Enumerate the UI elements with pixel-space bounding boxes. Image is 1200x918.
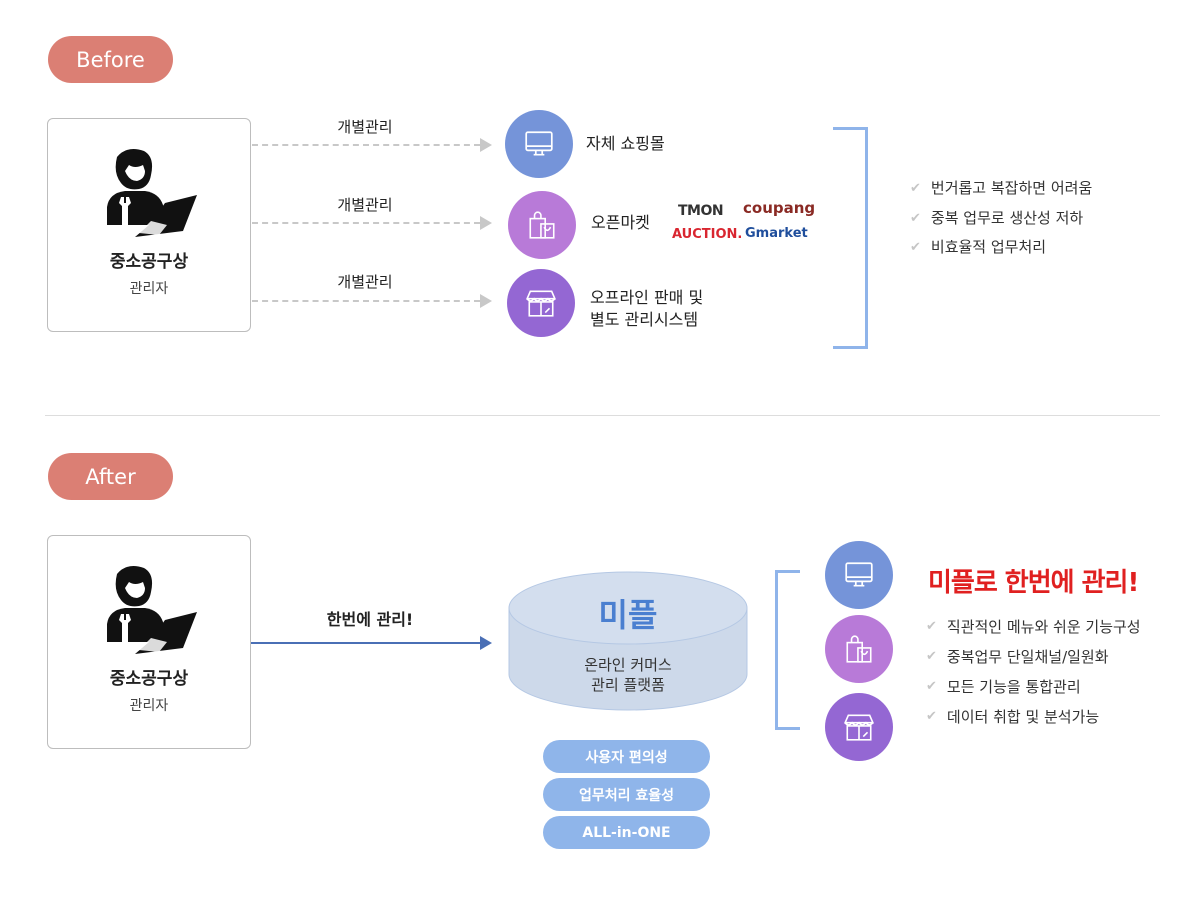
check-icon: ✔ xyxy=(926,679,937,694)
bracket xyxy=(775,570,800,730)
gmarket-logo: Gmarket xyxy=(745,226,808,241)
person-subtitle: 관리자 xyxy=(129,698,169,714)
person-subtitle: 관리자 xyxy=(129,281,169,297)
list-item: ✔ 중복 업무로 생산성 저하 xyxy=(910,204,1092,234)
list-item-text: 직관적인 메뉴와 쉬운 기능구성 xyxy=(946,618,1141,636)
check-icon: ✔ xyxy=(926,619,937,634)
list-item: ✔ 중복업무 단일채널/일원화 xyxy=(926,642,1141,672)
person-title: 중소공구상 xyxy=(109,669,189,689)
list-item: ✔ 비효율적 업무처리 xyxy=(910,233,1092,263)
check-icon: ✔ xyxy=(910,181,921,196)
feature-badge: 사용자 편의성 xyxy=(543,740,710,773)
arrow-head-icon xyxy=(480,216,492,230)
feature-badge: ALL-in-ONE xyxy=(543,816,710,849)
channel-own-mall: 자체 쇼핑몰 xyxy=(586,134,665,153)
list-item-text: 모든 기능을 통합관리 xyxy=(946,678,1081,696)
dashed-arrow xyxy=(252,300,480,302)
list-item-text: 중복 업무로 생산성 저하 xyxy=(930,208,1084,227)
check-icon: ✔ xyxy=(926,649,937,664)
problem-list: ✔ 번거롭고 복잡하면 어려움 ✔ 중복 업무로 생산성 저하 ✔ 비효율적 업무처리 xyxy=(910,174,1092,263)
arrow-label: 개별관리 xyxy=(337,273,393,291)
store-manager-card: 중소공구상 관리자 xyxy=(47,118,251,332)
store-icon xyxy=(507,269,575,337)
feature-badge: 업무처리 효율성 xyxy=(543,778,710,811)
list-item: ✔ 번거롭고 복잡하면 어려움 xyxy=(910,174,1092,204)
manager-person-icon xyxy=(99,564,199,654)
list-item-text: 번거롭고 복잡하면 어려움 xyxy=(930,179,1093,197)
check-icon: ✔ xyxy=(926,709,937,724)
list-item: ✔ 직관적인 메뉴와 쉬운 기능구성 xyxy=(926,612,1141,642)
divider xyxy=(45,415,1160,416)
bracket xyxy=(833,127,868,349)
channel-offline-line1: 오프라인 판매 및 xyxy=(590,288,704,307)
solid-arrow xyxy=(251,642,481,644)
list-item-text: 비효율적 업무처리 xyxy=(930,238,1047,256)
shopping-bag-icon xyxy=(825,615,893,683)
monitor-icon xyxy=(505,110,573,178)
check-icon: ✔ xyxy=(910,210,921,226)
headline: 미플로 한번에 관리! xyxy=(928,568,1139,598)
manager-person-icon xyxy=(99,147,199,237)
check-icon: ✔ xyxy=(910,240,921,255)
arrow-head-icon xyxy=(480,294,492,308)
dashed-arrow xyxy=(252,222,480,224)
dashed-arrow xyxy=(252,144,480,146)
person-title: 중소공구상 xyxy=(109,252,189,272)
store-manager-card: 중소공구상 관리자 xyxy=(47,535,251,749)
before-label: Before xyxy=(48,36,173,83)
platform-cylinder xyxy=(508,571,748,711)
list-item-text: 중복업무 단일채널/일원화 xyxy=(946,648,1109,666)
store-icon xyxy=(825,693,893,761)
arrow-head-icon xyxy=(480,138,492,152)
platform-name: 미플 xyxy=(598,596,658,634)
channel-open-market: 오픈마켓 xyxy=(591,213,650,232)
coupang-logo: coupang xyxy=(743,199,816,217)
auction-logo: AUCTION. xyxy=(672,227,743,242)
platform-desc-line2: 관리 플랫폼 xyxy=(591,676,665,694)
benefit-list: ✔ 직관적인 메뉴와 쉬운 기능구성 ✔ 중복업무 단일채널/일원화 ✔ 모든 기능을… xyxy=(926,612,1141,732)
tmon-logo: TMON xyxy=(678,203,724,219)
after-label: After xyxy=(48,453,173,500)
arrow-head-icon xyxy=(480,636,492,650)
list-item: ✔ 데이터 취합 및 분석가능 xyxy=(926,702,1141,732)
arrow-label: 개별관리 xyxy=(337,196,393,214)
channel-offline-line2: 별도 관리시스템 xyxy=(590,310,699,329)
arrow-label: 개별관리 xyxy=(337,118,393,136)
list-item-text: 데이터 취합 및 분석가능 xyxy=(946,708,1100,726)
platform-desc-line1: 온라인 커머스 xyxy=(584,656,672,674)
shopping-bag-icon xyxy=(508,191,576,259)
list-item: ✔ 모든 기능을 통합관리 xyxy=(926,672,1141,702)
arrow-label: 한번에 관리! xyxy=(326,610,414,629)
monitor-icon xyxy=(825,541,893,609)
